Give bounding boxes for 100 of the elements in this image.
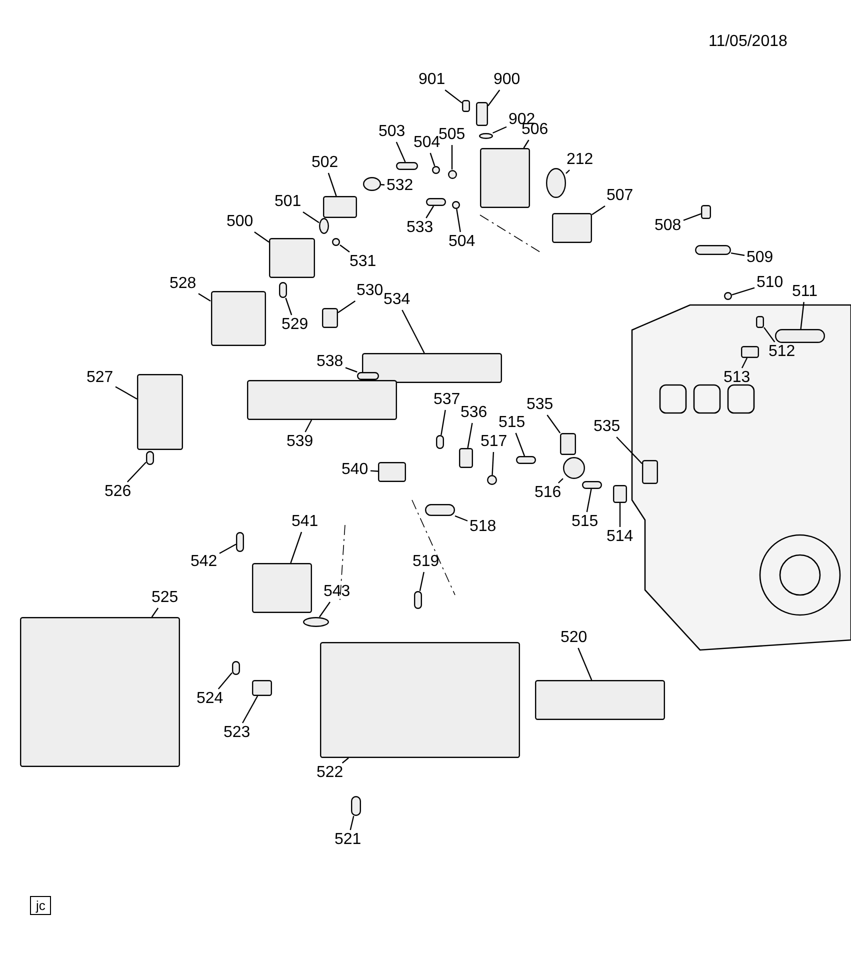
callout-number: 541 [292, 514, 318, 530]
callout-number: 506 [522, 122, 548, 138]
leader-line [402, 310, 425, 354]
part-drawing [20, 617, 180, 767]
leader-line [586, 488, 592, 512]
leader-line [285, 298, 292, 316]
bolt-drawing [279, 282, 287, 298]
leader-line [592, 206, 606, 216]
leader-line [342, 758, 349, 764]
bolt-drawing [236, 532, 244, 552]
bolt-drawing [396, 162, 418, 170]
callout-number: 540 [342, 462, 368, 478]
leader-line [492, 452, 494, 476]
callout-number: 538 [316, 354, 344, 370]
callout-number: 535 [526, 397, 554, 413]
part-drawing [252, 563, 312, 613]
part-drawing [462, 100, 470, 112]
leader-line [764, 327, 776, 342]
ring-drawing [479, 133, 493, 139]
part-drawing [459, 448, 473, 468]
date-code: 11/05/2018 [708, 33, 788, 51]
ring-drawing [724, 292, 732, 300]
callout-number: 505 [438, 127, 466, 143]
ring-drawing [487, 475, 497, 485]
part-drawing [247, 380, 397, 420]
leader-line [218, 672, 232, 690]
callout-number: 518 [470, 519, 496, 535]
ring-drawing [432, 166, 440, 174]
bolt-drawing [426, 198, 446, 206]
part-drawing [741, 346, 759, 358]
callout-number: 527 [86, 370, 114, 386]
callout-number: 508 [654, 218, 682, 234]
callout-number: 516 [534, 485, 562, 501]
bolt-drawing [232, 661, 240, 675]
callout-number: 511 [792, 284, 818, 300]
leader-line [242, 696, 258, 724]
leader-line [115, 386, 138, 400]
part-drawing [642, 460, 658, 484]
leader-line [350, 816, 354, 830]
callout-number: 537 [434, 392, 460, 408]
callout-number: 520 [560, 630, 588, 646]
leader-line [328, 172, 337, 196]
leader-line [290, 532, 302, 564]
callout-number: 529 [282, 317, 308, 333]
leader-line [566, 170, 570, 174]
callout-number: 512 [768, 344, 796, 360]
leader-line [340, 244, 350, 252]
leader-line [345, 367, 358, 373]
callout-number: 519 [412, 554, 440, 570]
leader-line [302, 212, 320, 224]
leader-line [430, 152, 436, 166]
callout-number: 514 [606, 529, 634, 545]
callout-number: 510 [756, 275, 784, 291]
part-drawing [269, 238, 315, 278]
part-drawing [210, 290, 266, 346]
part-drawing [322, 308, 338, 328]
leader-line [444, 90, 462, 104]
leader-line [419, 572, 424, 592]
leader-line [126, 462, 146, 482]
callout-number: 212 [566, 152, 594, 168]
callout-number: 543 [324, 584, 350, 600]
callout-number: 901 [418, 72, 446, 88]
callout-number: 535 [594, 419, 620, 435]
callout-number: 536 [460, 405, 488, 421]
leader-line [396, 142, 406, 162]
bolt-drawing [775, 329, 825, 343]
ring-drawing [332, 238, 340, 246]
ring-drawing [319, 218, 329, 234]
leader-line [492, 126, 507, 134]
callout-number: 517 [480, 434, 508, 450]
leader-line [683, 213, 702, 221]
leader-line [488, 90, 500, 106]
leader-line [380, 184, 385, 186]
leader-line [254, 232, 270, 243]
drawing-code: jc [30, 896, 52, 914]
leader-line [578, 648, 592, 680]
callout-number: 528 [170, 276, 196, 292]
callout-number: 532 [386, 178, 414, 194]
callout-number: 525 [152, 590, 178, 606]
callout-number: 507 [606, 188, 634, 204]
callout-number: 515 [572, 514, 598, 530]
part-drawing [613, 485, 627, 503]
ring-drawing [563, 457, 585, 479]
ring-drawing [452, 201, 460, 209]
leader-line [741, 358, 748, 368]
callout-number: 523 [224, 725, 250, 741]
leader-line [454, 515, 468, 522]
leader-line [151, 608, 159, 618]
leader-line [558, 478, 564, 484]
bolt-drawing [436, 435, 444, 449]
leader-line [198, 293, 211, 302]
part-drawing [323, 196, 357, 218]
part-drawing [560, 433, 576, 455]
callout-number: 521 [334, 832, 362, 848]
part-drawing [252, 680, 272, 696]
part-drawing [701, 205, 711, 219]
ring-drawing [546, 168, 566, 198]
leader-line [546, 414, 561, 434]
part-drawing [320, 642, 520, 758]
part-drawing [552, 213, 592, 243]
